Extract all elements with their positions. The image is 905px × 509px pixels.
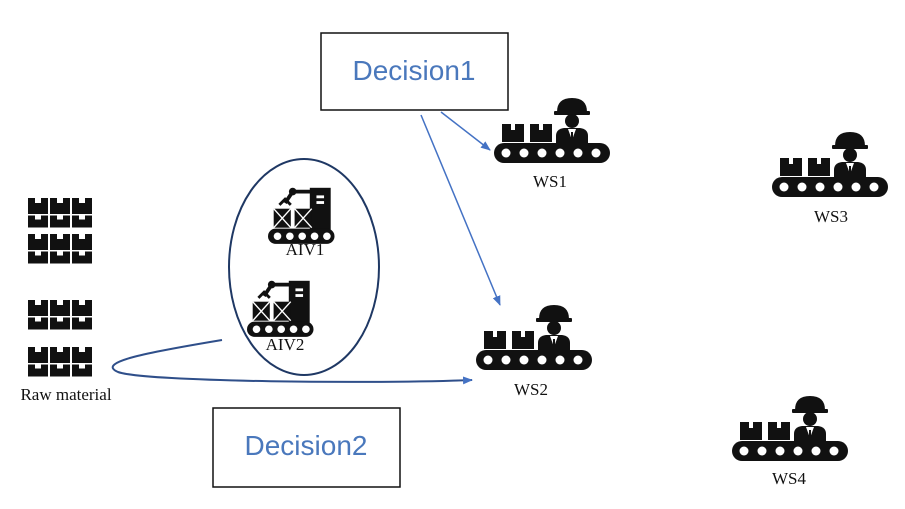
decision1-box <box>320 32 509 111</box>
ws2-icon <box>476 305 592 370</box>
arrow-decision1-ws1 <box>440 111 491 151</box>
ws3-label: WS3 <box>814 207 848 226</box>
aiv1-label: AIV1 <box>286 240 325 259</box>
arrow-decision2-aiv-to-ws2 <box>111 339 473 385</box>
aiv2-icon <box>245 278 316 339</box>
ws4-icon <box>732 396 848 461</box>
raw-material-label: Raw material <box>20 385 111 404</box>
raw-material-stack-1-icon <box>28 198 92 228</box>
aiv2-label: AIV2 <box>266 335 305 354</box>
aiv-group-ellipse <box>228 158 380 376</box>
arrow-decision1-ws2 <box>420 114 501 306</box>
ws4-label: WS4 <box>772 469 807 488</box>
raw-material-stack-4-icon <box>28 347 92 377</box>
decision2-box <box>212 407 401 488</box>
ws2-label: WS2 <box>514 380 548 399</box>
ws3-icon <box>772 132 888 197</box>
decision1-label: Decision1 <box>353 55 476 86</box>
raw-material-stack-2-icon <box>28 234 92 264</box>
decision2-label: Decision2 <box>245 430 368 461</box>
ws1-icon <box>494 98 610 163</box>
aiv1-icon <box>266 185 337 246</box>
raw-material-stack-3-icon <box>28 300 92 330</box>
ws1-label: WS1 <box>533 172 567 191</box>
